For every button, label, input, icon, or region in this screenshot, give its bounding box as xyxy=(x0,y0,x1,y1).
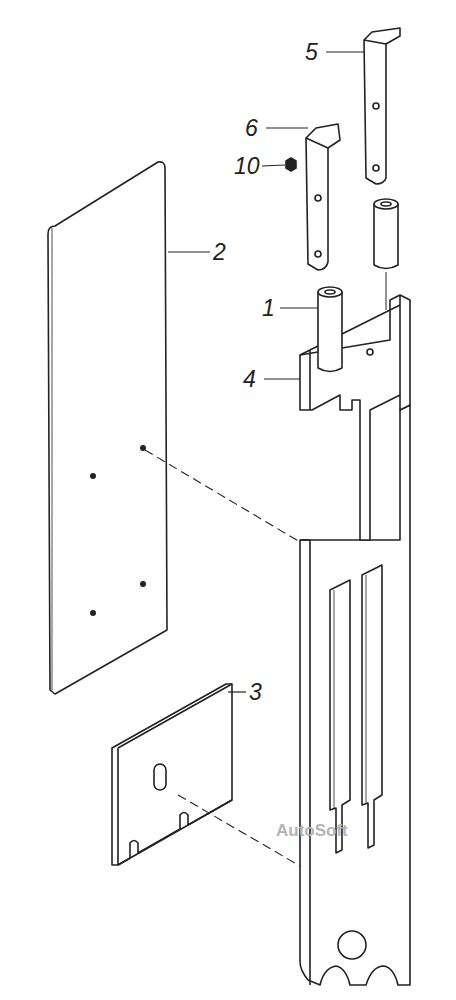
callout-number: 1 xyxy=(262,297,275,320)
callout-number: 3 xyxy=(249,681,262,704)
callout-number: 4 xyxy=(243,368,256,391)
callout-number: 5 xyxy=(305,41,318,64)
leader-lines xyxy=(168,52,364,692)
strap-part xyxy=(306,124,340,270)
plate-part xyxy=(112,684,232,865)
panel-part xyxy=(48,162,167,694)
channel-bracket xyxy=(300,405,410,985)
callout-number: 2 xyxy=(213,241,226,264)
watermark: AutoSoft xyxy=(276,822,348,839)
callout-number: 10 xyxy=(234,155,260,178)
callout-number: 6 xyxy=(245,117,258,140)
strap-part xyxy=(364,28,400,184)
bracket-head xyxy=(300,295,410,540)
